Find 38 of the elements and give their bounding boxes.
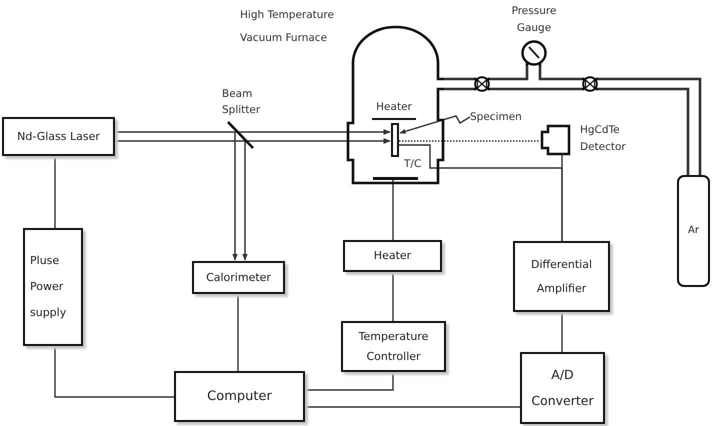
power-supply-box: Pluse Power supply <box>23 228 83 346</box>
computer-box: Computer <box>174 371 305 422</box>
connector-line <box>237 294 239 371</box>
furnace-label: High Temperature Vacuum Furnace <box>240 8 335 46</box>
valve-icon <box>582 76 598 92</box>
converter-box: A/D Converter <box>520 352 605 424</box>
gauge-label: Pressure Gauge <box>510 4 558 36</box>
gas-pipe <box>598 78 702 175</box>
valve-icon <box>474 76 490 92</box>
calorimeter-box: Calorimeter <box>192 261 285 294</box>
gas-pipe <box>538 66 582 80</box>
connector-line <box>392 180 394 240</box>
leader-line <box>399 115 470 134</box>
gas-pipe <box>490 88 582 90</box>
laser-beam <box>115 131 221 142</box>
connector-line <box>305 406 520 408</box>
gas-pipe <box>490 66 528 80</box>
laser-box: Nd-Glass Laser <box>2 117 115 156</box>
beam-arrow <box>232 150 248 261</box>
connector-line <box>561 156 563 241</box>
beam-arrow <box>264 129 391 144</box>
detector-label: HgCdTe Detector <box>580 123 627 155</box>
connector-line <box>54 346 174 398</box>
specimen-block <box>391 123 399 157</box>
heater-bar <box>373 177 418 180</box>
connector-line <box>561 312 563 352</box>
gas-pipe <box>444 78 474 90</box>
amplifier-box: Differential Amplifier <box>513 241 610 312</box>
connector-line <box>392 272 394 321</box>
dotted-line <box>399 140 540 142</box>
specimen-label: Specimen <box>470 109 526 126</box>
controller-box: Temperature Controller <box>341 321 446 372</box>
heater-label: Heater <box>372 100 416 120</box>
connector-line <box>305 372 394 391</box>
connector-line <box>54 156 56 228</box>
beam-splitter-label: Beam Splitter <box>222 87 262 118</box>
heater-box: Heater <box>343 240 442 272</box>
gas-cylinder: Ar <box>677 175 710 287</box>
